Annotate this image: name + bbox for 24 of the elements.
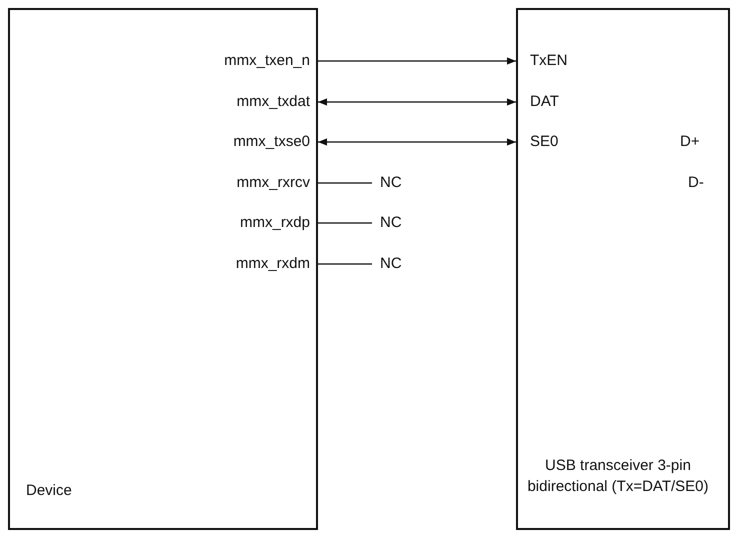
pin-label: mmx_rxdm xyxy=(236,255,316,273)
pin-label: DAT xyxy=(518,93,559,111)
connector-line xyxy=(318,182,372,184)
no-connect-label: NC xyxy=(380,255,402,273)
block-label: Device xyxy=(26,481,73,501)
pin-label: SE0 xyxy=(518,133,558,151)
block-label: USB transceiver 3-pin bidirectional (Tx=DAT/SE0) xyxy=(526,456,710,497)
pin-label: D- xyxy=(688,174,704,192)
signal-arrow xyxy=(318,138,516,146)
no-connect-label: NC xyxy=(380,174,402,192)
pin-label: TxEN xyxy=(518,52,568,70)
pin-label: mmx_txdat xyxy=(236,93,316,111)
no-connect-label: NC xyxy=(380,214,402,232)
pin-label: mmx_rxdp xyxy=(240,214,316,232)
signal-arrow xyxy=(318,57,516,65)
transceiver-block xyxy=(516,8,730,530)
signal-arrow xyxy=(318,98,516,106)
pin-label: D+ xyxy=(680,133,700,151)
pin-label: mmx_txen_n xyxy=(224,52,316,70)
device-block xyxy=(8,8,318,530)
connector-line xyxy=(318,263,372,265)
pin-label: mmx_rxrcv xyxy=(236,174,316,192)
pin-label: mmx_txse0 xyxy=(233,133,316,151)
connector-line xyxy=(318,222,372,224)
